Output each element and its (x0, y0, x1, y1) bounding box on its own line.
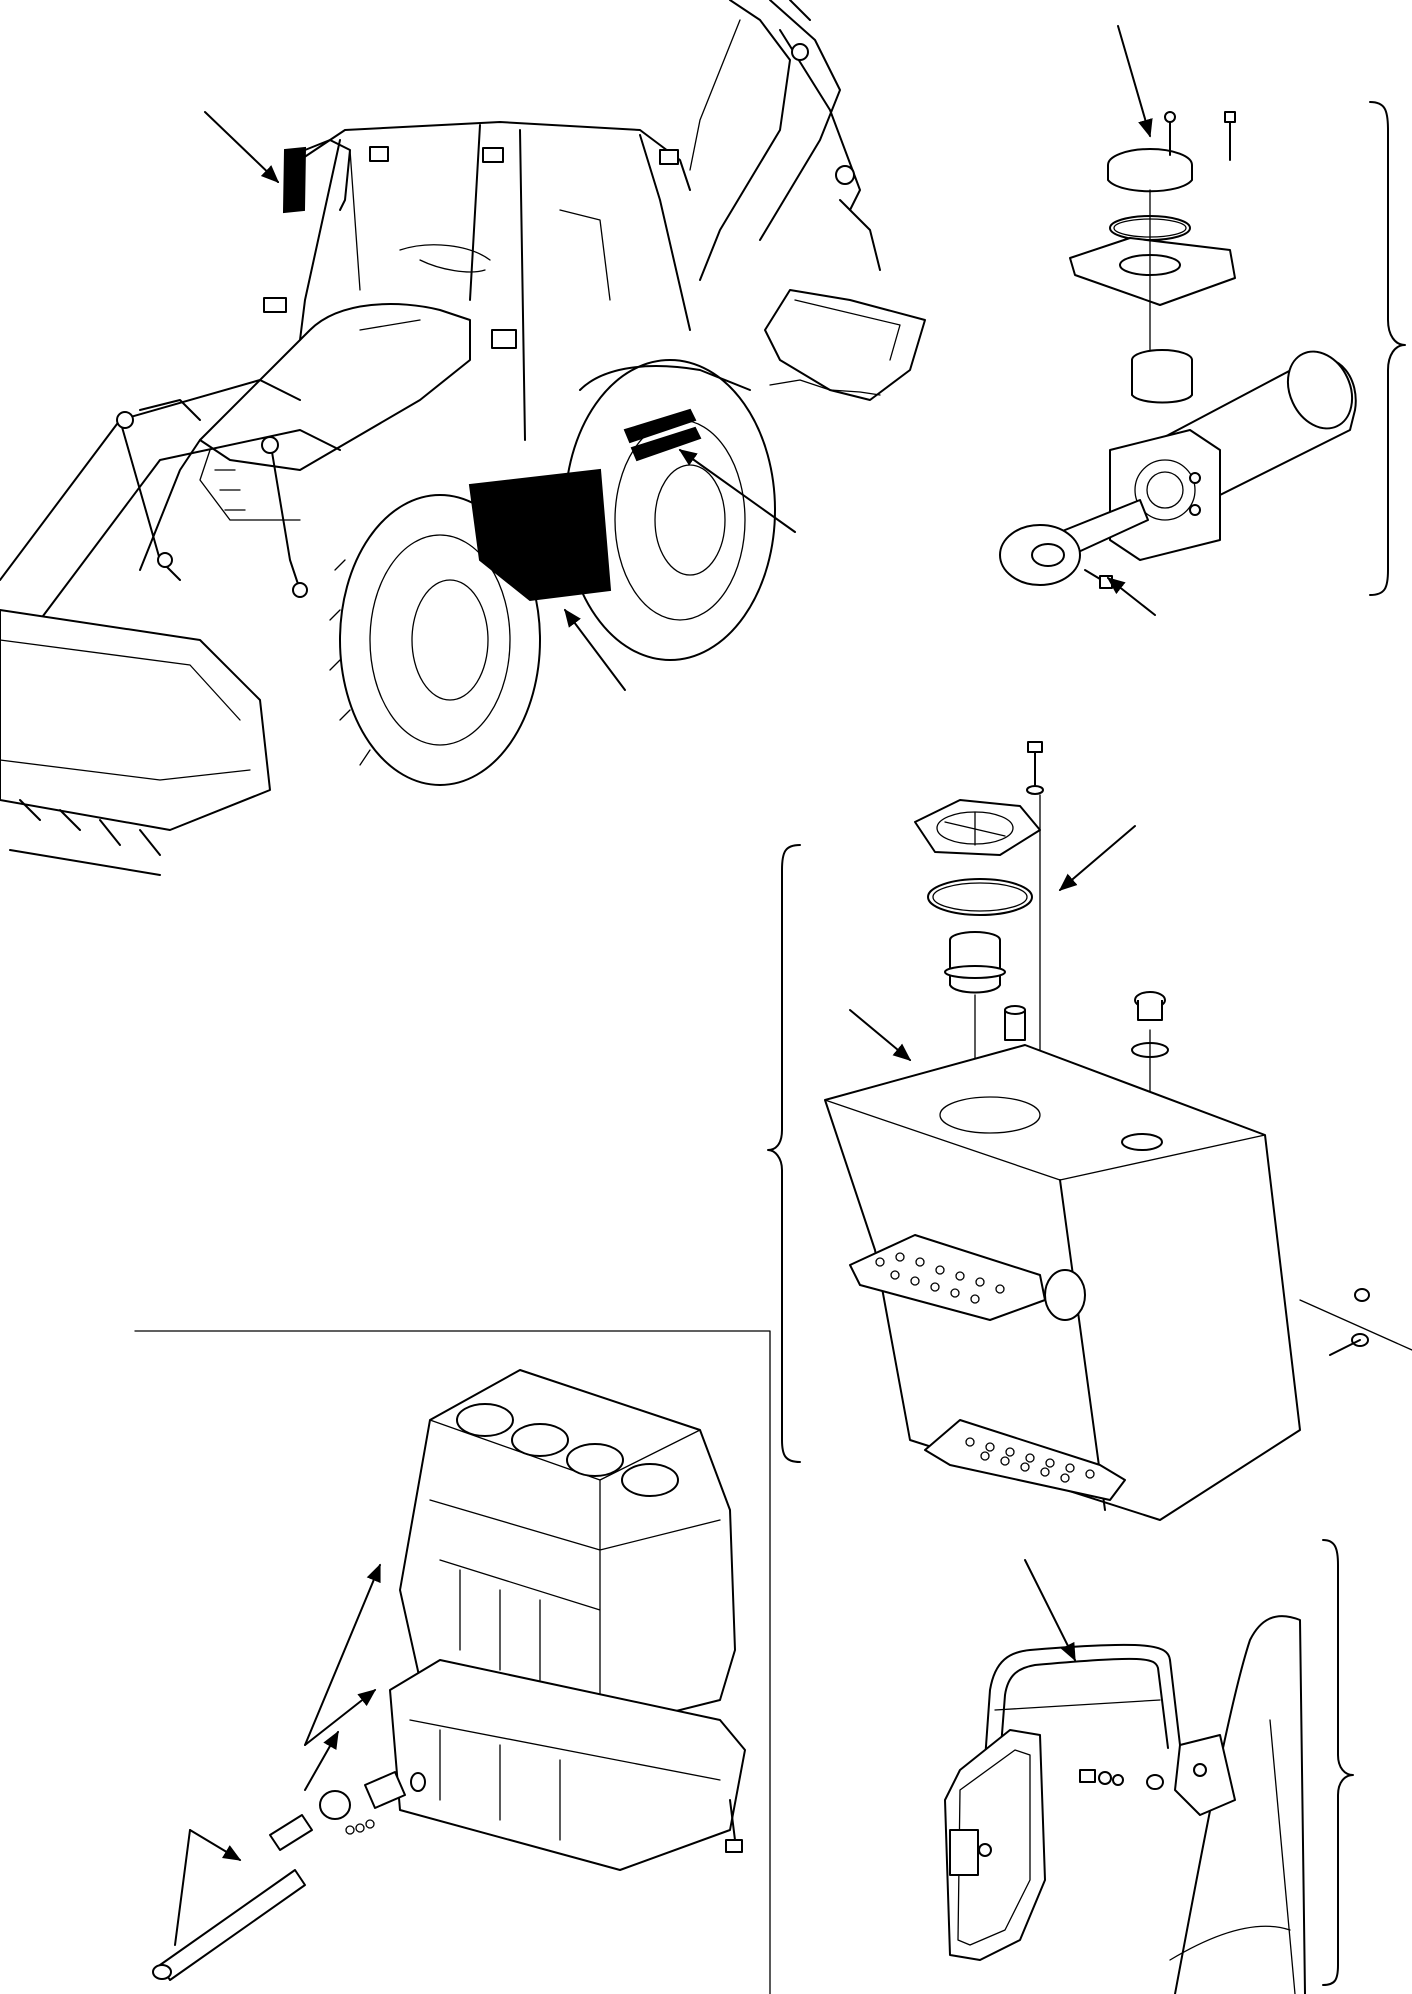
mirror-assembly (944, 1539, 1354, 1994)
backhoe-arm (689, 0, 926, 401)
step-highlight (623, 408, 702, 462)
fuel-tank-exploded (767, 741, 1412, 1521)
bracket-fuel-tank (767, 844, 801, 1463)
engine-block-panel (134, 1330, 771, 1994)
front-bucket (0, 609, 271, 876)
fuel-tank-highlight (468, 468, 612, 602)
steering-cylinder-exploded (999, 25, 1406, 616)
cylinder-bores (456, 1403, 679, 1497)
bracket-mirror (1322, 1539, 1354, 1986)
panel-frame (134, 1330, 771, 1994)
backhoe-loader-illustration (0, 0, 926, 876)
bracket-steering (1369, 101, 1406, 596)
loader-arms (0, 379, 341, 621)
cab (263, 121, 691, 441)
step-holes-upper (875, 1252, 1005, 1304)
step-holes-lower (965, 1437, 1095, 1483)
engine-hood (139, 303, 471, 571)
